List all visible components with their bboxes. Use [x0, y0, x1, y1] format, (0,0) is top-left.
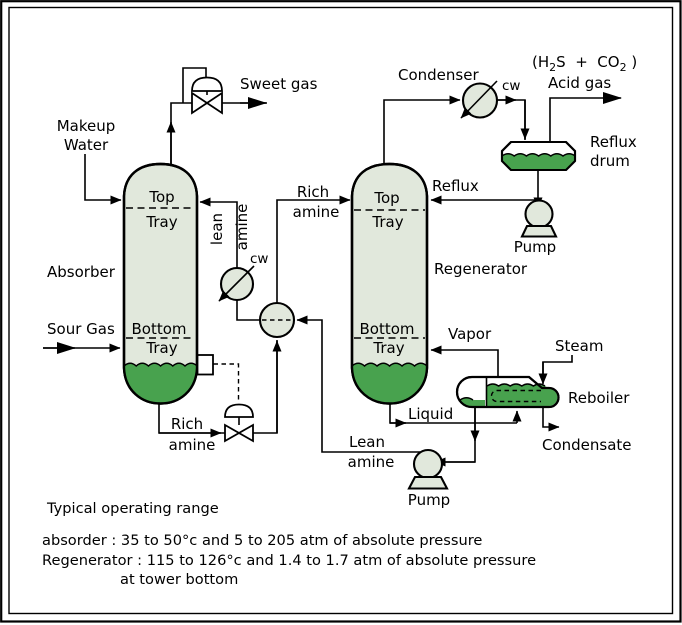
reboiler-tube-bundle: [490, 389, 541, 403]
absorber-column: Top Tray Bottom Tray: [122, 162, 199, 405]
absorber-top-tray-label-2: Tray: [145, 213, 177, 231]
reflux-drum-liquid: [502, 153, 576, 170]
valve-actuator-dome: [224, 403, 254, 418]
lean-amine-pump-label: Pump: [408, 491, 450, 509]
sour-gas-label: Sour Gas: [47, 320, 115, 338]
overhead-pipes: [383, 92, 622, 209]
rich-amine-label-bottom-2: amine: [169, 436, 216, 454]
reboiler-label: Reboiler: [568, 389, 630, 407]
rich-amine-label-bottom-1: Rich: [171, 415, 203, 433]
formula-part: ): [627, 53, 638, 71]
rich-amine-label-top-2: amine: [293, 203, 340, 221]
cooling-water-label-cooler: cw: [250, 251, 268, 267]
condenser: [460, 80, 499, 119]
regenerator-bottom-tray-label-2: Tray: [372, 339, 404, 357]
absorber-bottom-tray-label-1: Bottom: [131, 320, 186, 338]
lean-amine-vertical-label-2: amine: [233, 204, 251, 251]
formula-subscript: 2: [620, 61, 627, 74]
formula-part: S + CO: [556, 53, 619, 71]
reboiler-liquid: [487, 384, 558, 406]
notes-title: Typical operating range: [46, 500, 219, 517]
regenerator-column: Top Tray Bottom Tray: [350, 162, 429, 405]
condensate-label: Condensate: [542, 436, 632, 454]
formula-subscript: 2: [549, 61, 556, 74]
reflux-label: Reflux: [432, 177, 479, 195]
acid-gas-formula: (H2S + CO2 ): [532, 53, 637, 74]
regenerator-label: Regenerator: [434, 260, 528, 278]
reboiler-liquid-left: [460, 397, 485, 406]
absorber-label: Absorber: [47, 263, 116, 281]
makeup-water-label-1: Makeup: [57, 117, 116, 135]
formula-part: (H: [532, 53, 549, 71]
reflux-drum-label-1: Reflux: [590, 133, 637, 151]
lean-amine-cooler: [218, 265, 255, 302]
lean-amine-vertical-label-1: lean: [208, 213, 226, 245]
pipes: [43, 97, 351, 438]
lean-amine-label-2: amine: [348, 453, 395, 471]
reflux-drum: [500, 140, 577, 172]
inner-border: [8, 6, 674, 615]
absorber-top-tray-label-1: Top: [148, 188, 174, 206]
reflux-pump: [520, 199, 558, 238]
regenerator-liquid: [352, 363, 427, 404]
rich-amine-label-top-1: Rich: [297, 183, 329, 201]
liquid-label: Liquid: [408, 405, 453, 423]
lean-amine-pump: [407, 448, 449, 490]
steam-label: Steam: [555, 337, 603, 355]
acid-gas-label: Acid gas: [548, 74, 611, 92]
sweet-gas-valve: [182, 67, 223, 115]
reflux-drum-label-2: drum: [590, 152, 630, 170]
makeup-water-label-2: Water: [64, 136, 109, 154]
absorber-bottom-tray-label-2: Tray: [145, 339, 177, 357]
reflux-pump-label: Pump: [514, 238, 556, 256]
sweet-gas-label: Sweet gas: [240, 75, 318, 93]
lean-amine-label-1: Lean: [349, 433, 385, 451]
absorber-liquid: [124, 363, 198, 404]
cross-heat-exchanger: [258, 301, 296, 339]
bottoms-pipes: [296, 315, 573, 467]
notes-line3: at tower bottom: [120, 571, 238, 588]
valve-actuator-dome: [191, 76, 223, 92]
regenerator-bottom-tray-label-1: Bottom: [359, 320, 414, 338]
cooling-water-label-condenser: cw: [502, 78, 520, 94]
vapor-label: Vapor: [448, 325, 492, 343]
reboiler: [455, 375, 560, 409]
notes-line2: Regenerator : 115 to 126°c and 1.4 to 1.…: [42, 552, 536, 569]
notes-line1: absorder : 35 to 50°c and 5 to 205 atm o…: [42, 532, 482, 549]
condenser-label: Condenser: [398, 66, 479, 84]
level-controller-box: [196, 354, 214, 376]
rich-amine-valve: [224, 403, 254, 443]
regenerator-top-tray-label-2: Tray: [371, 213, 403, 231]
regenerator-top-tray-label-1: Top: [373, 189, 399, 207]
